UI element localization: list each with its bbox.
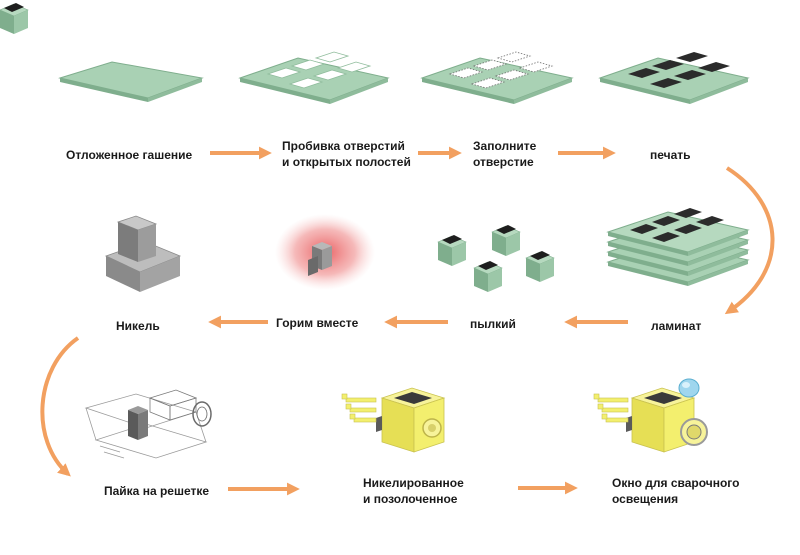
arrow-step8-to-step9 bbox=[40, 336, 80, 477]
lens-icon bbox=[678, 378, 700, 398]
step-label-11: Окно для сварочного освещения bbox=[612, 476, 740, 506]
green-sheet-icon bbox=[58, 61, 204, 102]
step-label-10: Никелированное и позолоченное bbox=[363, 476, 464, 506]
grey-block-icon bbox=[128, 406, 148, 440]
firing-glow-icon bbox=[275, 214, 375, 290]
step-label-7: Горим вместе bbox=[276, 316, 359, 330]
step-label-8: Никель bbox=[116, 319, 160, 333]
laminated-stack-icon bbox=[606, 208, 750, 286]
step-label-3: Заполните отверстие bbox=[473, 139, 537, 169]
filled-holes-sheet-icon bbox=[420, 51, 574, 104]
printed-sheet-icon bbox=[598, 52, 750, 104]
cut-pieces-icon bbox=[0, 3, 555, 293]
lens-window-package-icon bbox=[593, 387, 708, 453]
punched-sheet-icon bbox=[238, 51, 390, 104]
step-label-2: Пробивка отверстий и открытых полостей bbox=[282, 139, 411, 169]
step-label-4: печать bbox=[650, 148, 691, 162]
step-label-5: ламинат bbox=[651, 319, 702, 333]
gold-plated-package-icon bbox=[341, 387, 446, 453]
step-label-9: Пайка на решетке bbox=[104, 484, 210, 498]
soldered-assembly-sketch-icon bbox=[84, 389, 212, 459]
step-label-1: Отложенное гашение bbox=[66, 148, 193, 162]
arrow-step4-to-step5 bbox=[724, 166, 775, 315]
step-label-6: пылкий bbox=[470, 317, 516, 331]
nickel-part-icon bbox=[104, 215, 182, 292]
